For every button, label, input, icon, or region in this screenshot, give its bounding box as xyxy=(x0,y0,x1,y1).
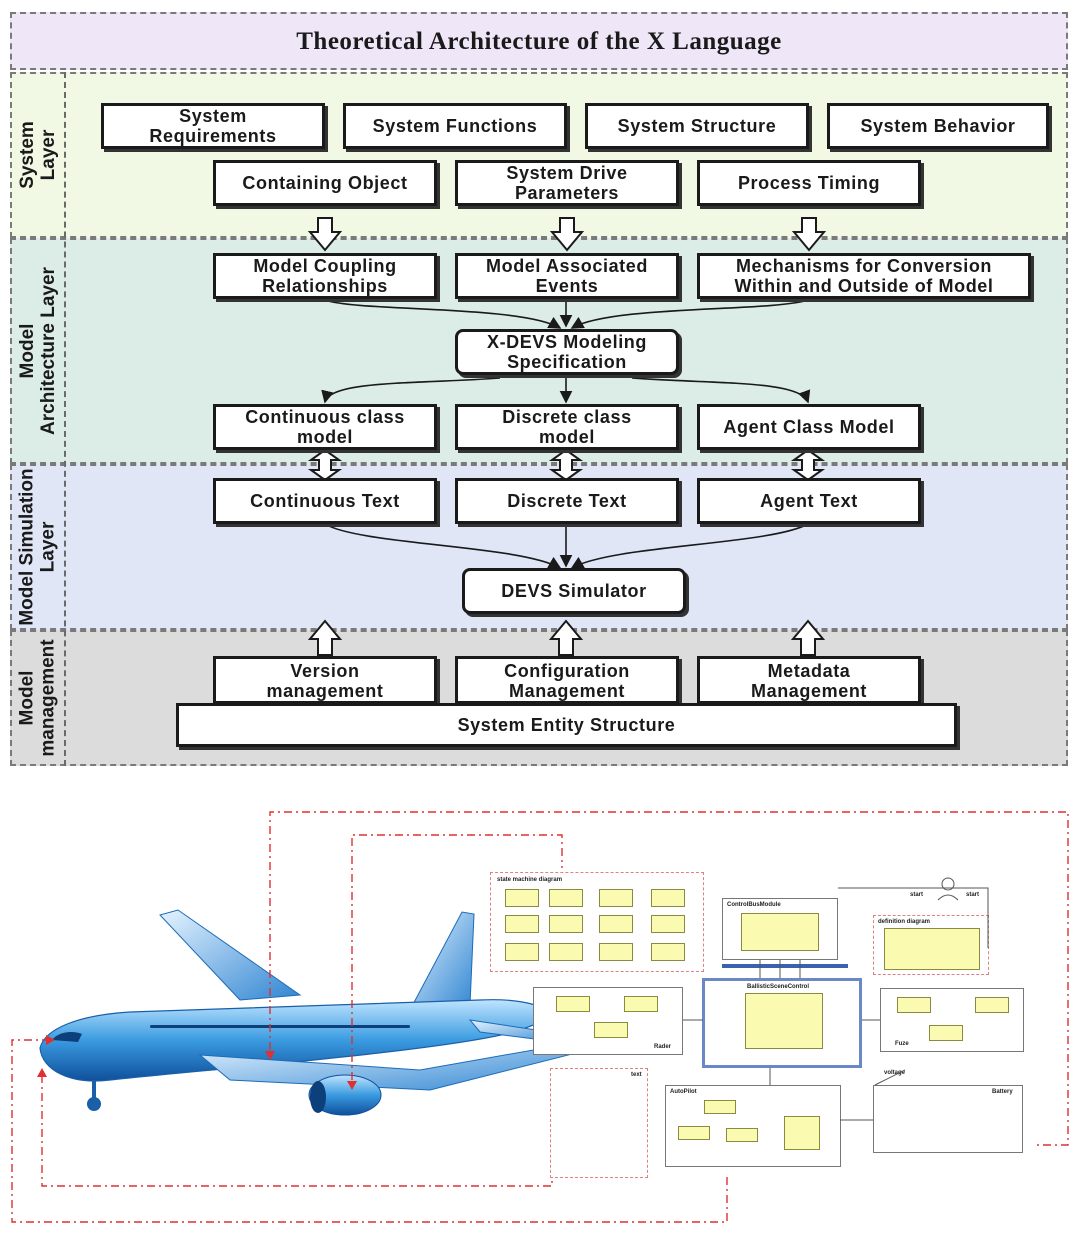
version-management-box: Version management xyxy=(213,656,437,704)
agent-class-model-box: Agent Class Model xyxy=(697,404,921,450)
hollow-up-arrows xyxy=(307,619,826,656)
control-bus-module-panel: ControlBusModule xyxy=(722,898,838,960)
far-wing xyxy=(159,909,302,1001)
fuselage xyxy=(39,999,562,1082)
agent-text-box: Agent Text xyxy=(697,478,921,524)
engine xyxy=(308,1074,382,1116)
voltage-label: voltage xyxy=(884,1070,906,1076)
containing-object-box: Containing Object xyxy=(213,160,437,206)
metadata-management-box: Metadata Management xyxy=(697,656,921,704)
discrete-text-box: Discrete Text xyxy=(455,478,679,524)
conversion-mechanisms-box: Mechanisms for Conversion Within and Out… xyxy=(697,253,1031,299)
bus-bar xyxy=(722,964,848,968)
start-label-2: start xyxy=(966,892,980,898)
hollow-double-arrows xyxy=(307,448,826,482)
model-coupling-relationships-box: Model Coupling Relationships xyxy=(213,253,437,299)
system-entity-structure-box: System Entity Structure xyxy=(176,703,957,747)
system-drive-parameters-box: System Drive Parameters xyxy=(455,160,679,206)
fuselage-windows xyxy=(150,1025,410,1028)
battery-panel: Battery xyxy=(873,1085,1023,1153)
layer-label-column xyxy=(10,72,66,766)
definition-diagram-panel: definition diagram xyxy=(873,915,989,975)
autopilot-panel: AutoPilot xyxy=(665,1085,841,1167)
configuration-management-box: Configuration Management xyxy=(455,656,679,704)
hollow-down-arrows xyxy=(307,217,827,252)
continuous-text-box: Continuous Text xyxy=(213,478,437,524)
xdevs-modeling-specification-box: X-DEVS Modeling Specification xyxy=(455,329,679,375)
system-requirements-box: System Requirements xyxy=(101,103,325,149)
text-panel: text xyxy=(550,1068,648,1178)
discrete-class-model-box: Discrete class model xyxy=(455,404,679,450)
diagram-title: Theoretical Architecture of the X Langua… xyxy=(296,28,782,55)
start-label-1: start xyxy=(910,892,924,898)
continuous-class-model-box: Continuous class model xyxy=(213,404,437,450)
devs-simulator-box: DEVS Simulator xyxy=(462,568,686,614)
rader-panel: Rader xyxy=(533,987,683,1055)
process-timing-box: Process Timing xyxy=(697,160,921,206)
system-layer xyxy=(10,72,1068,238)
landing-gear xyxy=(87,1080,101,1111)
model-associated-events-box: Model Associated Events xyxy=(455,253,679,299)
system-functions-box: System Functions xyxy=(343,103,567,149)
state-machine-diagram-panel: state machine diagram xyxy=(490,872,704,972)
title-band: Theoretical Architecture of the X Langua… xyxy=(10,12,1068,70)
system-behavior-box: System Behavior xyxy=(827,103,1049,149)
system-structure-box: System Structure xyxy=(585,103,809,149)
ballistic-scene-control-panel: BallisticSceneControl xyxy=(702,978,862,1068)
red-dashed-connectors xyxy=(11,811,1069,1223)
fuze-panel: Fuze xyxy=(880,988,1024,1052)
